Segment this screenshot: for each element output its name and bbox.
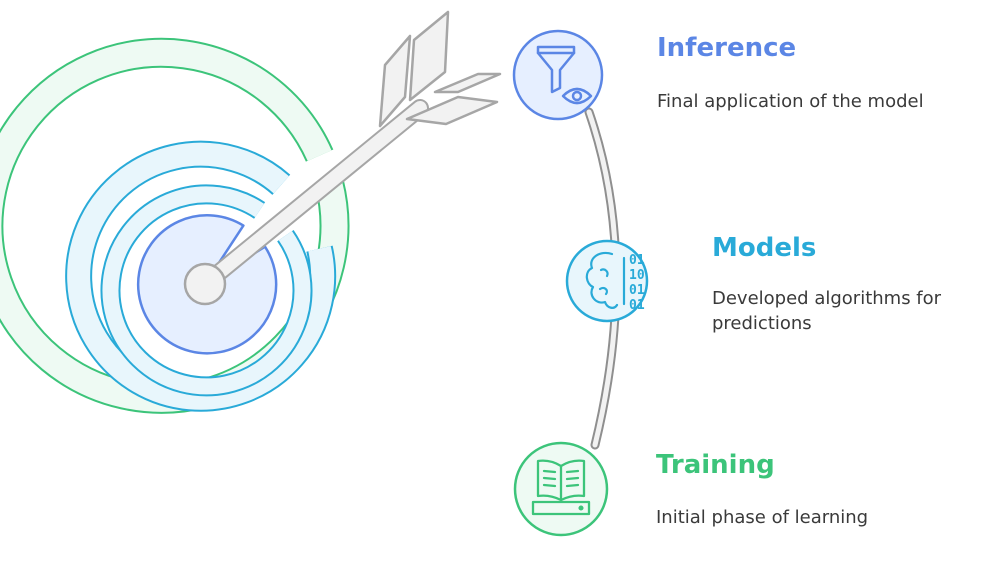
stage-title-models: Models <box>712 233 817 263</box>
stage-description-training: Initial phase of learning <box>656 507 869 528</box>
arrow-fletching-upper <box>378 34 412 128</box>
arrow-fletching-upper-2 <box>408 10 450 102</box>
binary-digits-row-4: 01 <box>629 298 645 313</box>
brain-binary-icon <box>585 251 626 309</box>
target-ring-third <box>65 140 337 412</box>
stage-title-inference: Inference <box>657 33 797 63</box>
funnel-eye-icon <box>536 45 593 105</box>
open-book-icon <box>531 459 591 516</box>
stage-description-models: Developed algorithms for predictions <box>712 288 942 334</box>
binary-digits-row-1: 01 <box>629 253 645 268</box>
binary-digits-row-3: 01 <box>629 283 645 298</box>
arrow <box>183 10 502 306</box>
arrow-fletching-lower <box>405 95 499 126</box>
stage-circle-training <box>513 441 609 537</box>
stage-description-inference: Final application of the model <box>657 91 924 112</box>
stage-circle-inference <box>512 29 604 121</box>
stage-title-training: Training <box>656 450 775 480</box>
target <box>0 37 350 414</box>
target-ring-second <box>100 184 313 397</box>
arrow-fletching-lower-2 <box>433 72 502 94</box>
binary-digits-row-2: 10 <box>629 268 645 283</box>
stage-circle-models: 01 10 01 01 <box>565 239 649 323</box>
arrow-tip <box>183 262 227 306</box>
